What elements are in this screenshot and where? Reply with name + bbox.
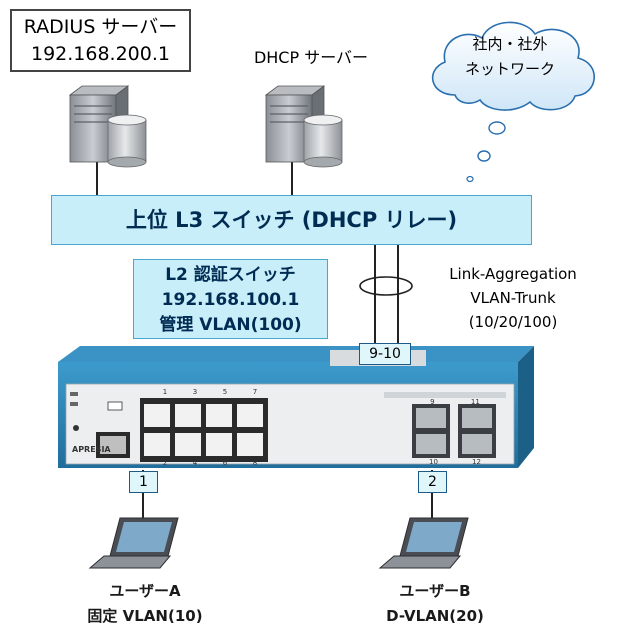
l2-switch-vlan: 管理 VLAN(100) (159, 315, 302, 335)
sfp-number: 12 (472, 458, 481, 466)
radius-server-ip: 192.168.200.1 (30, 43, 170, 65)
port-number: 5 (222, 388, 228, 396)
port-number: 6 (222, 459, 228, 467)
radius-server-icon (68, 85, 147, 168)
link-aggregation-ring (359, 276, 413, 296)
laptop-user-b-icon (378, 517, 469, 569)
network-cloud-label: 社内・社外 ネットワーク (445, 32, 575, 82)
sfp-number: 9 (430, 398, 435, 406)
sfp-numbers-bottom: 10 12 (412, 458, 498, 466)
l2-switch-label: L2 認証スイッチ 192.168.100.1 管理 VLAN(100) (133, 259, 328, 339)
l2-switch-ip: 192.168.100.1 (161, 290, 300, 310)
port-number: 1 (162, 388, 168, 396)
user-a-vlan: 固定 VLAN(10) (87, 607, 203, 625)
port-number: 3 (192, 388, 198, 396)
user-a-name: ユーザーA (109, 582, 181, 600)
user-b-vlan: D-VLAN(20) (386, 607, 484, 625)
l2-switch-name: L2 認証スイッチ (165, 265, 296, 285)
l2-switch-icon (58, 346, 534, 468)
network-cloud-line1: 社内・社外 (472, 35, 548, 53)
network-cloud-icon (431, 21, 595, 183)
link-aggregation-line2: VLAN-Trunk (470, 289, 556, 307)
uplink-port-label: 9-10 (359, 343, 411, 365)
link-aggregation-line3: (10/20/100) (468, 313, 558, 331)
sfp-number: 11 (470, 398, 480, 406)
dhcp-server-icon (264, 85, 343, 168)
switch-brand-label: APRESIA (72, 445, 111, 454)
port-number: 8 (252, 459, 258, 467)
user-a-port-label: 1 (129, 471, 158, 493)
user-b-name: ユーザーB (399, 582, 471, 600)
l3-switch-box: 上位 L3 スイッチ (DHCP リレー) (51, 195, 532, 245)
sfp-numbers-top: 9 11 (412, 398, 498, 406)
dhcp-server-label: DHCP サーバー (253, 48, 369, 67)
port-number: 2 (162, 459, 168, 467)
port-numbers-top: 1 3 5 7 (150, 388, 270, 396)
sfp-number: 10 (429, 458, 438, 466)
radius-server-name: RADIUS サーバー (23, 16, 178, 38)
user-a-label: ユーザーA 固定 VLAN(10) (70, 579, 220, 629)
network-cloud-line2: ネットワーク (464, 60, 555, 78)
port-numbers-bottom: 2 4 6 8 (150, 459, 270, 467)
radius-server-label: RADIUS サーバー 192.168.200.1 (10, 9, 191, 72)
link-aggregation-label: Link-Aggregation VLAN-Trunk (10/20/100) (424, 262, 602, 334)
user-b-port-label: 2 (418, 471, 447, 493)
user-b-label: ユーザーB D-VLAN(20) (360, 579, 510, 629)
port-number: 7 (252, 388, 258, 396)
port-number: 4 (192, 459, 198, 467)
link-aggregation-line1: Link-Aggregation (449, 265, 577, 283)
laptop-user-a-icon (88, 517, 179, 569)
